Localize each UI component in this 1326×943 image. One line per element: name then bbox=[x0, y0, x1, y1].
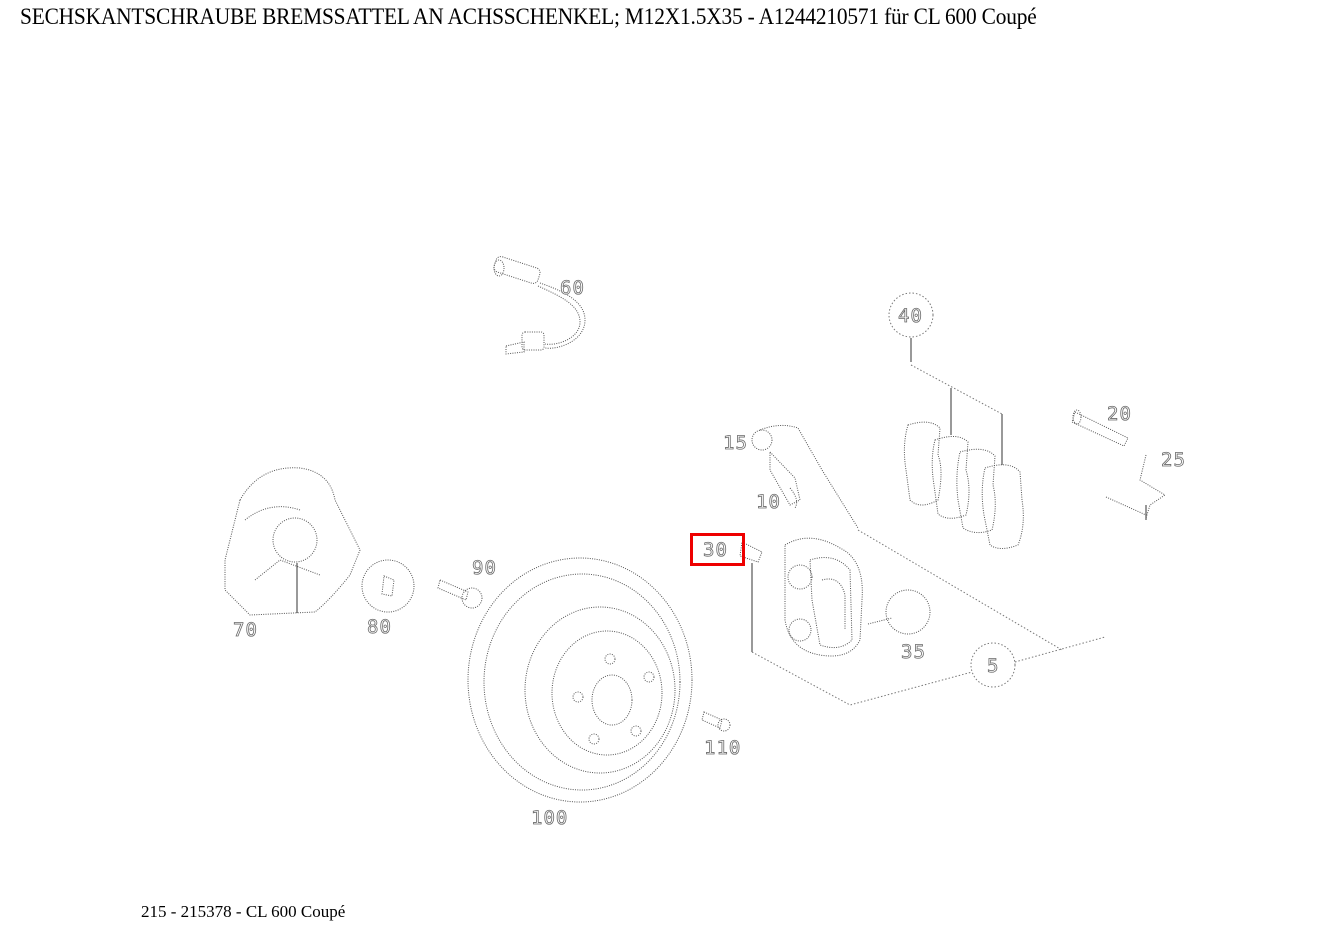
brake-pads-part[interactable] bbox=[903, 421, 1024, 549]
callout-40[interactable]: 40 bbox=[898, 305, 923, 327]
callout-15[interactable]: 15 bbox=[723, 432, 748, 454]
dust-shield-part[interactable] bbox=[224, 467, 361, 616]
callout-70[interactable]: 70 bbox=[233, 619, 258, 641]
callout-100[interactable]: 100 bbox=[531, 807, 569, 829]
washer-part[interactable] bbox=[361, 559, 415, 613]
callout-5[interactable]: 5 bbox=[987, 655, 1000, 677]
callout-90[interactable]: 90 bbox=[472, 557, 497, 579]
caliper-bracket-part[interactable] bbox=[751, 424, 859, 529]
brake-disc-part[interactable] bbox=[467, 557, 693, 803]
brake-caliper-part[interactable] bbox=[784, 537, 863, 657]
callout-60[interactable]: 60 bbox=[560, 277, 585, 299]
spring-clip-part[interactable] bbox=[1105, 454, 1166, 520]
vehicle-model-caption: 215 - 215378 - CL 600 Coupé bbox=[141, 902, 346, 921]
highlighted-part-marker bbox=[690, 533, 745, 566]
callout-110[interactable]: 110 bbox=[704, 737, 742, 759]
wear-sensor-part[interactable] bbox=[493, 255, 586, 355]
page-title: SECHSKANTSCHRAUBE BREMSSATTEL AN ACHSSCH… bbox=[20, 4, 1037, 29]
callout-80[interactable]: 80 bbox=[367, 616, 392, 638]
hub-bolt-part[interactable] bbox=[437, 579, 483, 609]
disc-screw-part[interactable] bbox=[701, 711, 731, 732]
caliper-bolt-part[interactable] bbox=[739, 541, 763, 563]
guide-pin-part[interactable] bbox=[1071, 409, 1129, 447]
callout-25[interactable]: 25 bbox=[1161, 449, 1186, 471]
callout-20[interactable]: 20 bbox=[1107, 403, 1132, 425]
callout-30[interactable]: 30 bbox=[703, 539, 728, 561]
dust-cap-part[interactable] bbox=[867, 589, 931, 635]
callout-10[interactable]: 10 bbox=[756, 491, 781, 513]
callout-35[interactable]: 35 bbox=[901, 641, 926, 663]
